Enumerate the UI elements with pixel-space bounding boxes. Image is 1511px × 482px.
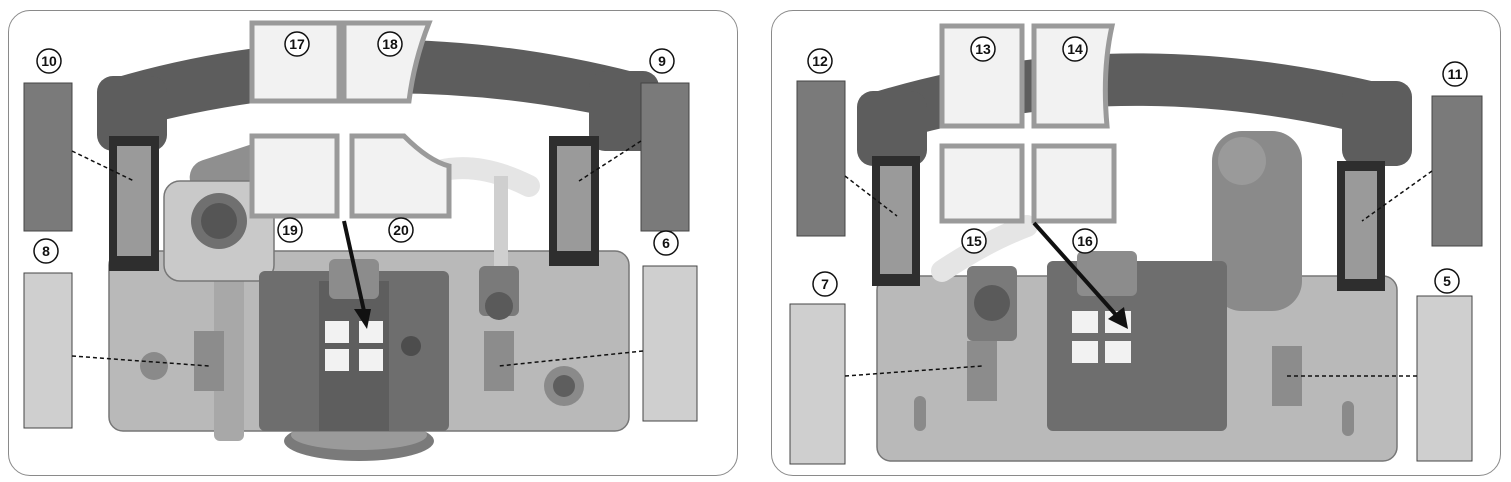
svg-text:17: 17 (289, 36, 305, 52)
callout-9: 9 (649, 48, 675, 74)
illustration-panel-left: 17 18 19 20 10 9 8 6 (8, 10, 738, 476)
callout-20: 20 (388, 217, 414, 243)
callout-19: 19 (277, 217, 303, 243)
card-6 (642, 265, 698, 422)
svg-text:9: 9 (658, 53, 666, 69)
callout-6: 6 (653, 230, 679, 256)
hand-tiles (939, 23, 1117, 224)
callout-12: 12 (807, 48, 833, 74)
toy-illustration-left: 17 18 19 20 10 9 8 6 (23, 20, 698, 461)
callout-13: 13 (970, 36, 996, 62)
svg-text:20: 20 (393, 222, 409, 238)
card-11 (1431, 95, 1483, 247)
toy-illustration-right: 13 14 15 16 12 11 7 5 (789, 23, 1483, 465)
svg-text:18: 18 (382, 36, 398, 52)
callout-16: 16 (1072, 228, 1098, 254)
card-10 (23, 82, 73, 232)
callout-18: 18 (377, 31, 403, 57)
svg-text:13: 13 (975, 41, 991, 57)
svg-text:12: 12 (812, 53, 828, 69)
callout-5: 5 (1434, 268, 1460, 294)
callout-17: 17 (284, 31, 310, 57)
svg-text:19: 19 (282, 222, 298, 238)
card-7 (789, 303, 846, 465)
center-door (1047, 261, 1227, 431)
svg-text:8: 8 (42, 243, 50, 259)
callout-11: 11 (1442, 61, 1468, 87)
svg-text:11: 11 (1448, 66, 1463, 82)
svg-text:6: 6 (662, 235, 670, 251)
left-tube (214, 261, 244, 441)
card-9 (640, 82, 690, 232)
card-5 (1416, 295, 1473, 462)
svg-text:14: 14 (1067, 41, 1083, 57)
svg-text:16: 16 (1077, 233, 1093, 249)
callout-10: 10 (36, 48, 62, 74)
svg-text:10: 10 (41, 53, 57, 69)
callout-14: 14 (1062, 36, 1088, 62)
illustration-panel-right: 13 14 15 16 12 11 7 5 (771, 10, 1501, 476)
svg-text:5: 5 (1443, 273, 1451, 289)
callout-8: 8 (33, 238, 59, 264)
svg-text:7: 7 (821, 276, 829, 292)
svg-text:15: 15 (966, 233, 982, 249)
card-8 (23, 272, 73, 429)
hand-tiles (249, 20, 452, 219)
card-12 (796, 80, 846, 237)
callout-15: 15 (961, 228, 987, 254)
telescope-toy (1212, 131, 1302, 311)
callout-7: 7 (812, 271, 838, 297)
